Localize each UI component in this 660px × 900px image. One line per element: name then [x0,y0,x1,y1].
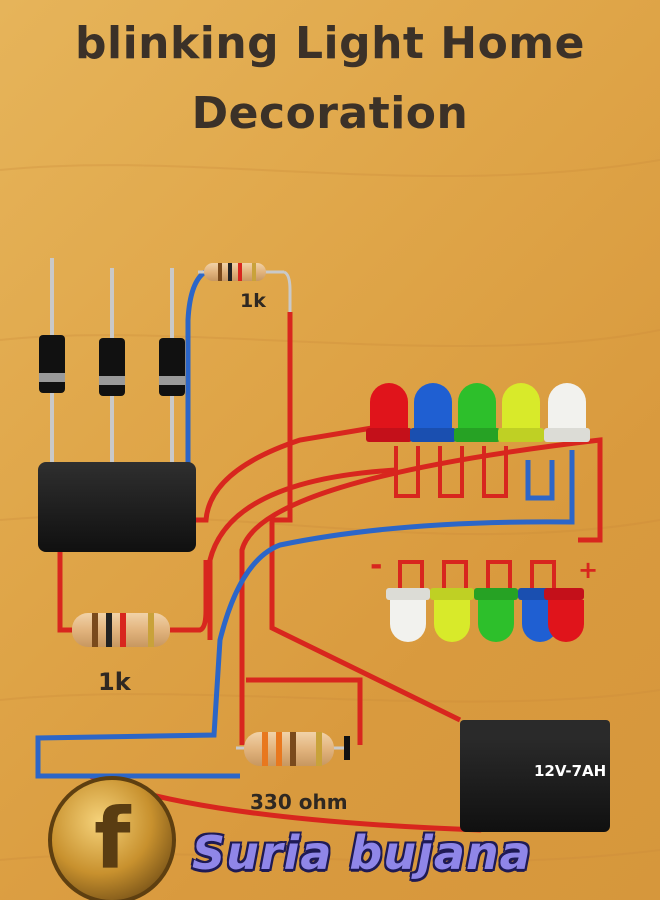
battery-12v-7ah [460,720,610,832]
diode-2 [99,338,125,396]
red-wire-main [269,312,462,723]
led-row-bottom [386,588,584,642]
led-top-green [454,383,500,442]
title-line-2: Decoration [191,88,469,139]
label-minus: - [370,548,383,583]
label-battery: 12V-7AH [534,762,607,780]
red-wire-left-resistor-out [170,560,209,633]
led-row-top [366,383,590,442]
led-bottom-white [386,588,430,642]
blue-wires [35,450,575,779]
led-bottom-green [474,588,518,642]
red-wire-to-led-top [196,425,373,523]
led-bottom-red [544,588,584,642]
diode-1 [39,335,65,393]
led-top-loops [394,446,508,498]
transformer-box [38,462,196,552]
led-bottom-loops [398,560,556,588]
label-resistor-330: 330 ohm [250,790,348,814]
led-top-red [366,383,412,442]
facebook-f-letter: f [94,790,131,888]
led-top-white [544,383,590,442]
resistor-top-1k [198,263,292,312]
blue-wire-led [525,460,555,501]
resistor-330-ohm [236,732,350,766]
resistor-left-1k [72,613,170,647]
red-wire-mid [207,467,397,640]
title-line-1: blinking Light Home [75,18,585,69]
led-bottom-yellow [430,588,474,642]
red-wire-330 [246,677,363,745]
led-top-yellow [498,383,544,442]
label-plus: + [578,556,599,584]
red-wire-left-resistor [57,552,72,633]
led-top-blue [410,383,456,442]
brand-name: Suria bujana [192,826,532,880]
diodes [39,335,185,396]
blue-wire-top [185,269,207,465]
label-resistor-top: 1k [240,290,266,312]
blue-wire-main [35,450,575,779]
label-resistor-left: 1k [98,668,131,696]
diode-3 [159,338,185,396]
red-wire-positive [239,437,603,745]
facebook-logo-icon [48,776,176,900]
